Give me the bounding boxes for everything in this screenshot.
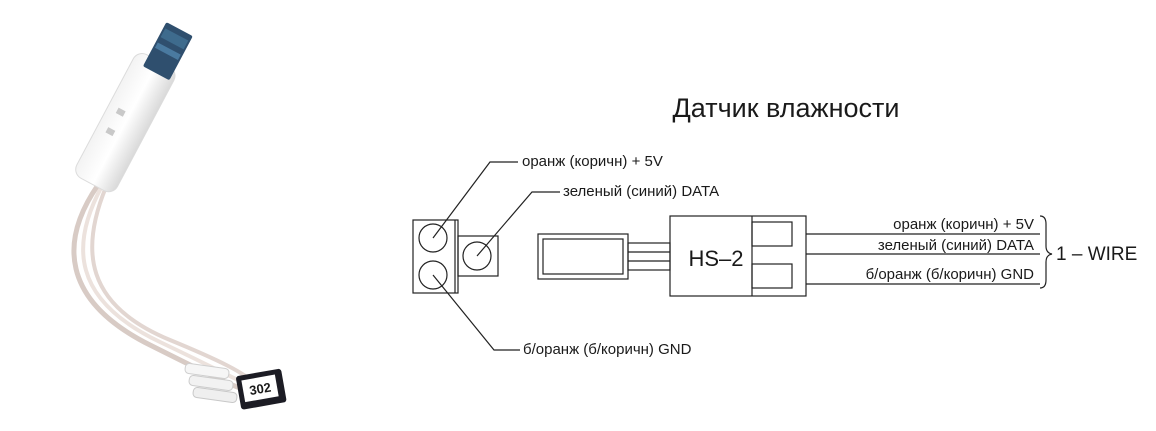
- pin-gnd: [418, 260, 448, 290]
- connector-block: [412, 219, 499, 294]
- wire-label-gnd: б/оранж (б/коричн) GND: [866, 266, 1035, 283]
- wire-label-5v: оранж (коричн) + 5V: [893, 216, 1034, 233]
- wire-brace: [1039, 215, 1053, 289]
- callout-line-data: [476, 191, 560, 257]
- callout-data: зеленый (синий) DATA: [563, 183, 719, 200]
- connector-body: [412, 219, 459, 294]
- callout-5v: оранж (коричн) + 5V: [522, 153, 663, 170]
- pin-data: [462, 241, 492, 271]
- connector-stick: [75, 22, 193, 193]
- bus-label: 1 – WIRE: [1056, 244, 1137, 265]
- sensor-label: HS–2: [688, 246, 743, 271]
- sensor-element: [537, 233, 671, 280]
- sensor-photo: 302: [71, 22, 287, 410]
- connector-side: [457, 235, 499, 277]
- diagram-title: Датчик влажности: [673, 93, 900, 123]
- callout-gnd: б/оранж (б/коричн) GND: [523, 341, 692, 358]
- cable-1: [71, 182, 258, 395]
- cable-bundle: [71, 182, 262, 395]
- wire-label-data: зеленый (синий) DATA: [878, 237, 1034, 254]
- wiring-diagram: Датчик влажности оранж (коричн) + 5V зел…: [412, 93, 1137, 358]
- callout-line-gnd: [432, 274, 520, 351]
- sensor-chip: 302: [236, 368, 287, 410]
- chip-marking: 302: [248, 380, 272, 399]
- pin-5v: [418, 223, 448, 253]
- hs2-module: HS–2: [669, 215, 807, 297]
- hs2-body: [669, 215, 807, 297]
- heat-shrink-sleeves: [184, 363, 238, 403]
- callout-line-5v: [432, 161, 518, 239]
- cable-3: [90, 185, 262, 386]
